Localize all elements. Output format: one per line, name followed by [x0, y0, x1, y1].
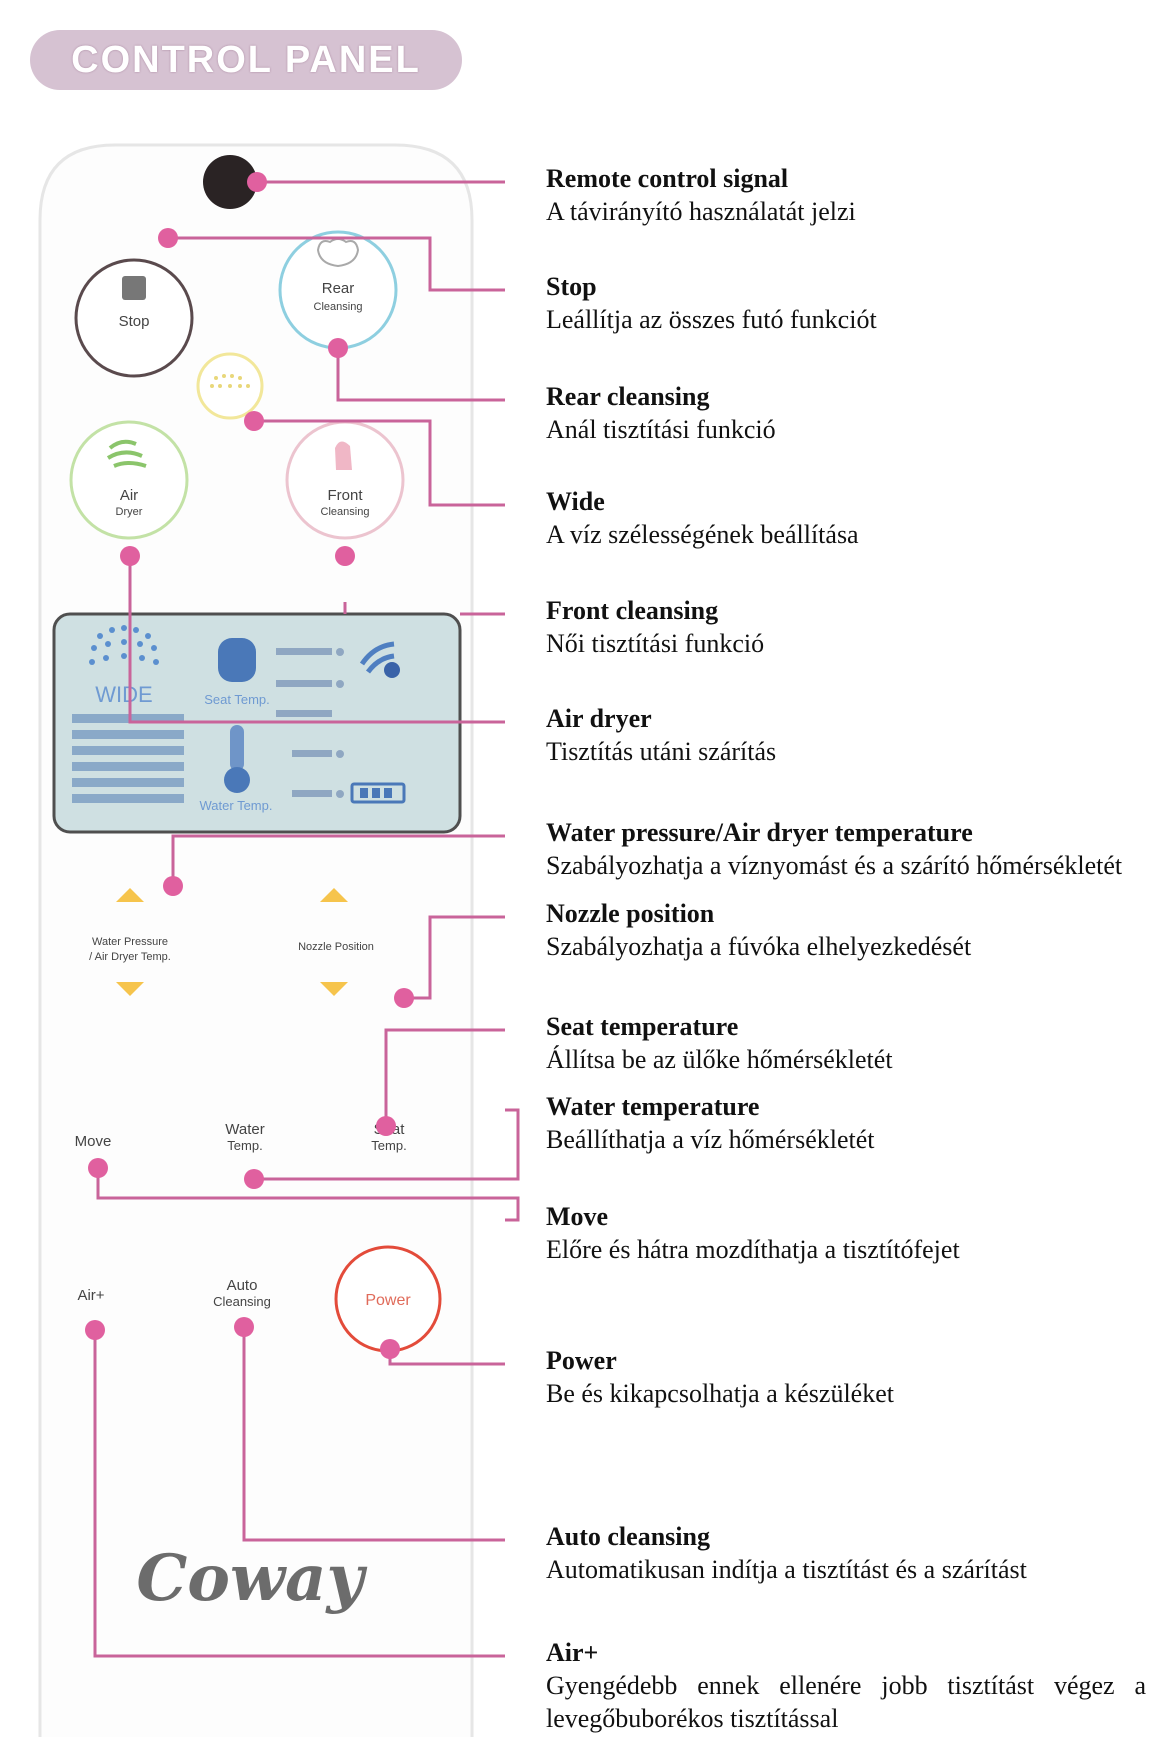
desc-text: A távirányító használatát jelzi: [546, 197, 856, 226]
stop-button[interactable]: Stop: [74, 258, 194, 378]
nozzle-position-control[interactable]: Nozzle Position: [298, 888, 374, 996]
rear-cleansing-icon: [316, 238, 360, 268]
front-label-2: Cleansing: [321, 506, 370, 518]
desc-text: Beállíthatja a víz hőmérsékletét: [546, 1125, 875, 1154]
desc-title: Air+: [546, 1638, 599, 1667]
desc-title: Rear cleansing: [546, 382, 710, 411]
desc-text: Automatikusan indítja a tisztítást és a …: [546, 1555, 1027, 1584]
desc-power: Power Be és kikapcsolhatja a készüléket: [546, 1344, 1146, 1410]
desc-title: Move: [546, 1202, 609, 1231]
desc-title: Power: [546, 1346, 617, 1375]
rear-cleansing-button[interactable]: Rear Cleansing: [278, 230, 398, 350]
wide-button[interactable]: [196, 352, 264, 420]
power-button[interactable]: Power: [334, 1245, 442, 1353]
front-cleansing-button[interactable]: Front Cleansing: [285, 420, 405, 540]
air-label-1: Air: [120, 487, 138, 504]
desc-text: Tisztítás utáni szárítás: [546, 737, 777, 766]
water-pressure-label-1: Water Pressure: [92, 936, 168, 948]
desc-title: Air dryer: [546, 704, 652, 733]
nozzle-position-bars: [276, 648, 344, 798]
desc-text: A víz szélességének beállítása: [546, 520, 859, 549]
control-panel-banner: CONTROL PANEL: [30, 30, 462, 90]
water-pressure-down-icon[interactable]: [116, 982, 144, 996]
nozzle-down-icon[interactable]: [320, 982, 348, 996]
stop-icon: [122, 276, 146, 300]
desc-text: Gyengédebb ennek ellenére jobb tisztítás…: [546, 1671, 1146, 1733]
air-dryer-icon: [106, 439, 147, 468]
air-dryer-button[interactable]: Air Dryer: [69, 420, 189, 540]
water-pressure-label-2: / Air Dryer Temp.: [89, 951, 171, 963]
desc-text: Előre és hátra mozdíthatja a tisztítófej…: [546, 1235, 960, 1264]
lcd-water-temp-text: Water Temp.: [200, 798, 273, 813]
seat-temp-btn-2[interactable]: Temp.: [371, 1138, 406, 1153]
desc-text: Be és kikapcsolhatja a készüléket: [546, 1379, 894, 1408]
desc-title: Remote control signal: [546, 164, 789, 193]
desc-airplus: Air+ Gyengédebb ennek ellenére jobb tiszt…: [546, 1636, 1146, 1735]
battery-icon: [350, 782, 406, 804]
wide-spray-icon: [89, 625, 159, 665]
desc-title: Wide: [546, 487, 605, 516]
auto-cleansing-btn-1[interactable]: Auto: [227, 1277, 258, 1294]
move-button[interactable]: Move: [75, 1133, 112, 1150]
desc-text: Női tisztítási funkció: [546, 629, 765, 658]
leader-dots: [85, 172, 414, 1359]
desc-text: Anál tisztítási funkció: [546, 415, 776, 444]
airplus-button[interactable]: Air+: [77, 1287, 104, 1304]
wide-icon: [210, 374, 250, 388]
nozzle-label: Nozzle Position: [298, 941, 374, 953]
front-label-1: Front: [327, 487, 363, 504]
desc-text: Szabályozhatja a víznyomást és a szárító…: [546, 851, 1123, 880]
page-title: CONTROL PANEL: [71, 38, 421, 81]
leader-lines: [93, 180, 520, 1658]
desc-title: Front cleansing: [546, 596, 719, 625]
remote-signal-led: [203, 155, 257, 209]
desc-title: Auto cleansing: [546, 1522, 710, 1551]
desc-text: Állítsa be az ülőke hőmérsékletét: [546, 1045, 893, 1074]
seat-temp-icon: [218, 638, 256, 682]
rear-label-1: Rear: [322, 280, 355, 297]
stop-label: Stop: [119, 313, 150, 330]
lcd-wide-text: WIDE: [95, 682, 152, 707]
desc-title: Stop: [546, 272, 597, 301]
power-label: Power: [365, 1292, 411, 1309]
rear-label-2: Cleansing: [314, 301, 363, 313]
water-pressure-control[interactable]: Water Pressure / Air Dryer Temp.: [89, 888, 171, 996]
desc-title: Water temperature: [546, 1092, 760, 1121]
desc-remote-signal: Remote control signal A távirányító haszn…: [546, 162, 1146, 228]
water-temp-icon: [230, 725, 244, 771]
front-cleansing-icon: [335, 441, 352, 470]
desc-title: Nozzle position: [546, 899, 715, 928]
water-temp-btn-1[interactable]: Water: [225, 1121, 264, 1138]
water-temp-btn-2[interactable]: Temp.: [227, 1138, 262, 1153]
desc-title: Water pressure/Air dryer temperature: [546, 818, 973, 847]
water-pressure-up-icon[interactable]: [116, 888, 144, 902]
lcd-seat-temp-text: Seat Temp.: [204, 692, 270, 707]
desc-title: Seat temperature: [546, 1012, 739, 1041]
desc-wide: Wide A víz szélességének beállítása: [546, 485, 1146, 551]
desc-text: Szabályozhatja a fúvóka elhelyezkedését: [546, 932, 972, 961]
air-label-2: Dryer: [116, 506, 143, 518]
nozzle-up-icon[interactable]: [320, 888, 348, 902]
signal-icon: [359, 641, 395, 674]
auto-cleansing-btn-2[interactable]: Cleansing: [213, 1294, 271, 1309]
coway-logo: Coway: [136, 1541, 367, 1616]
desc-text: Leállítja az összes futó funkciót: [546, 305, 877, 334]
